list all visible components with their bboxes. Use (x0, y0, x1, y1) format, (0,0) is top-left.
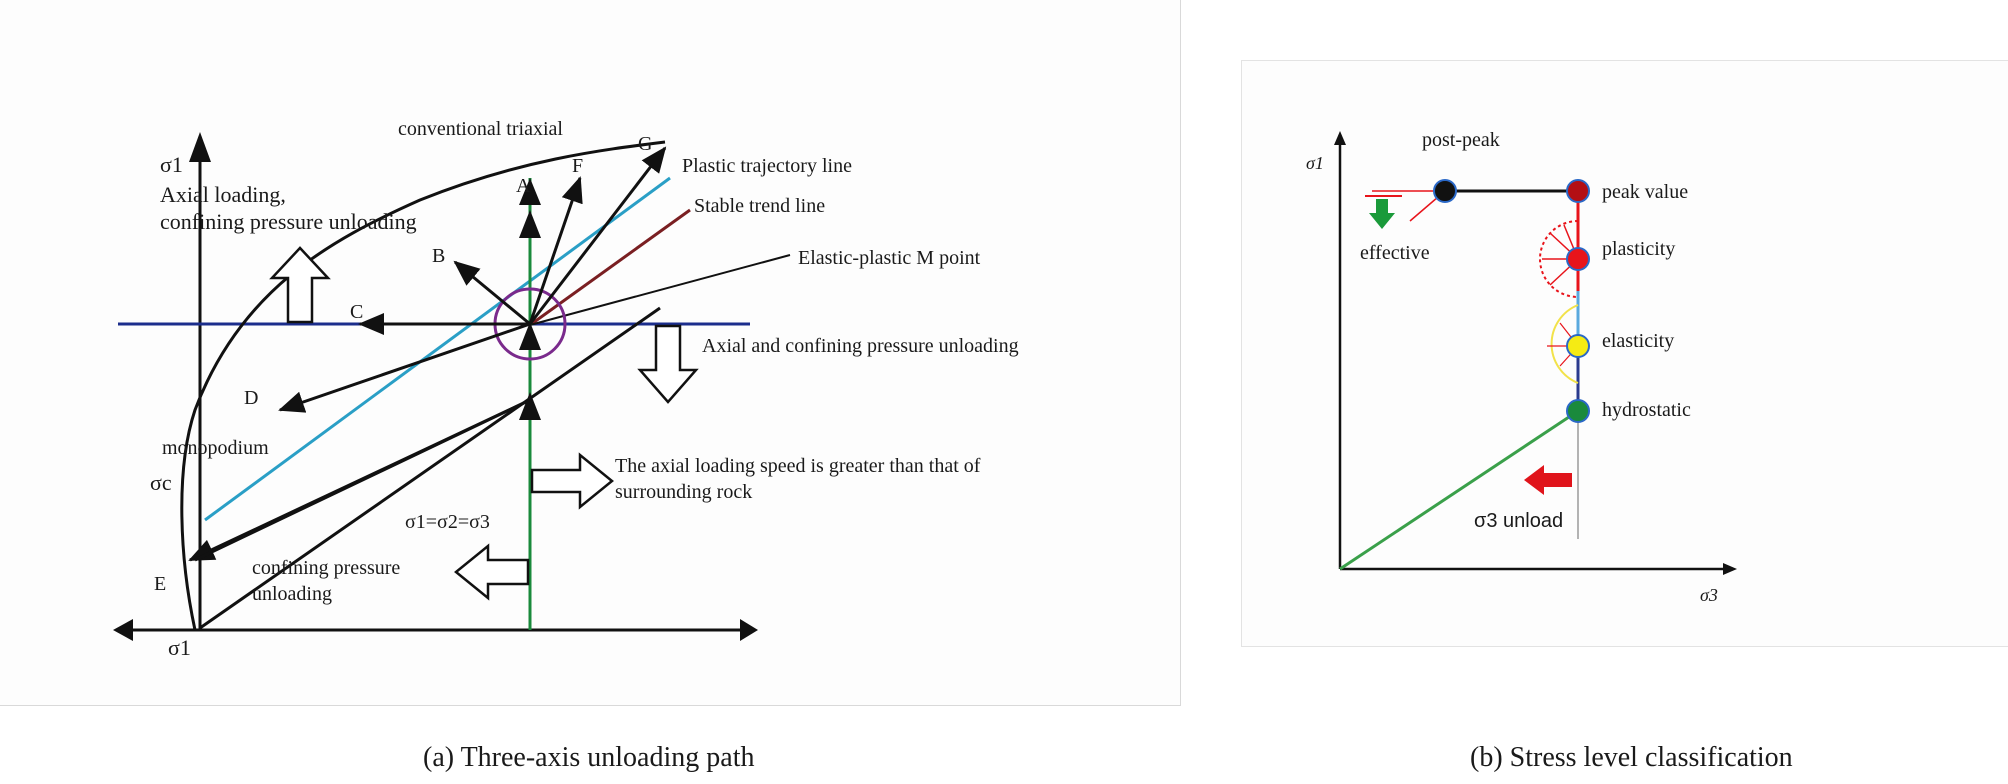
a-axis-y-label: σ1 (160, 152, 183, 177)
a-monopodium-label: monopodium (162, 437, 269, 459)
b-plasticity-label: plasticity (1602, 238, 1675, 260)
a-confining-line2: unloading (252, 583, 332, 605)
panel-a-diagram: σ1 σ1 σc conventional triaxial Axial loa… (0, 0, 1181, 706)
a-point-b: B (432, 245, 445, 267)
a-top-label: conventional triaxial (398, 118, 563, 140)
b-unload-label: σ3 unload (1474, 510, 1563, 532)
a-stable-line-label: Stable trend line (694, 195, 825, 217)
elasticity-arc (1550, 304, 1579, 384)
a-sigma-c-label: σc (150, 470, 172, 495)
b-elasticity-label: elasticity (1602, 330, 1674, 352)
b-effective-label: effective (1360, 242, 1430, 264)
a-point-a: A (516, 175, 531, 197)
stress-level-diagram: σ1 σ3 post-peak effective peak value pla… (1306, 129, 1737, 605)
b-axis-y-label: σ1 (1306, 153, 1324, 173)
b-axis-x-label: σ3 (1700, 585, 1718, 605)
b-peak-label: peak value (1602, 181, 1688, 203)
lower-diagonal-line (199, 306, 661, 630)
unloading-path-diagram: σ1 σ1 σc conventional triaxial Axial loa… (113, 118, 1019, 660)
b-hydrostatic-label: hydrostatic (1602, 399, 1691, 421)
a-point-g: G (638, 133, 652, 155)
a-plastic-line-label: Plastic trajectory line (682, 155, 852, 177)
hydrostatic-node (1566, 399, 1590, 423)
sigma3-unload-arrow (1524, 465, 1572, 495)
axes-b (1334, 131, 1737, 575)
b-post-peak-label: post-peak (1422, 129, 1500, 151)
a-axial-speed-line2: surrounding rock (615, 481, 752, 503)
m-to-e-connector (194, 398, 531, 562)
a-hydro-label: σ1=σ2=σ3 (405, 511, 490, 533)
plasticity-dotted-arc (1539, 220, 1579, 298)
a-point-f: F (572, 155, 583, 177)
a-point-d: D (244, 387, 258, 409)
a-region-upper-line1: Axial loading, (160, 182, 286, 207)
post-peak-node (1433, 179, 1457, 203)
caption-a: (a) Three-axis unloading path (423, 742, 755, 773)
a-point-c: C (350, 301, 363, 323)
a-point-e: E (154, 573, 166, 595)
block-arrow-right (530, 452, 614, 510)
stable-trend-line (529, 208, 691, 327)
peak-value-node (1566, 179, 1590, 203)
hydrostatic-path-line (1339, 409, 1579, 571)
elasticity-node (1566, 334, 1590, 358)
effective-down-arrow (1365, 195, 1402, 229)
a-m-point-label: Elastic-plastic M point (798, 247, 981, 269)
block-arrow-up (269, 246, 331, 324)
block-arrow-left (454, 543, 530, 601)
block-arrow-down (637, 324, 699, 404)
a-axis-x-label: σ1 (168, 635, 191, 660)
plasticity-node (1566, 247, 1590, 271)
caption-b: (b) Stress level classification (1470, 742, 1793, 773)
a-axial-speed-line1: The axial loading speed is greater than … (615, 455, 981, 477)
m-point-pointer-line (529, 254, 791, 326)
a-confining-line1: confining pressure (252, 557, 400, 579)
panel-b-diagram: σ1 σ3 post-peak effective peak value pla… (1241, 60, 2008, 647)
plastic-trajectory-line (204, 176, 671, 522)
a-axial-confining-label: Axial and confining pressure unloading (702, 335, 1019, 357)
m-point-arrows (278, 146, 667, 413)
a-region-upper-line2: confining pressure unloading (160, 209, 417, 234)
